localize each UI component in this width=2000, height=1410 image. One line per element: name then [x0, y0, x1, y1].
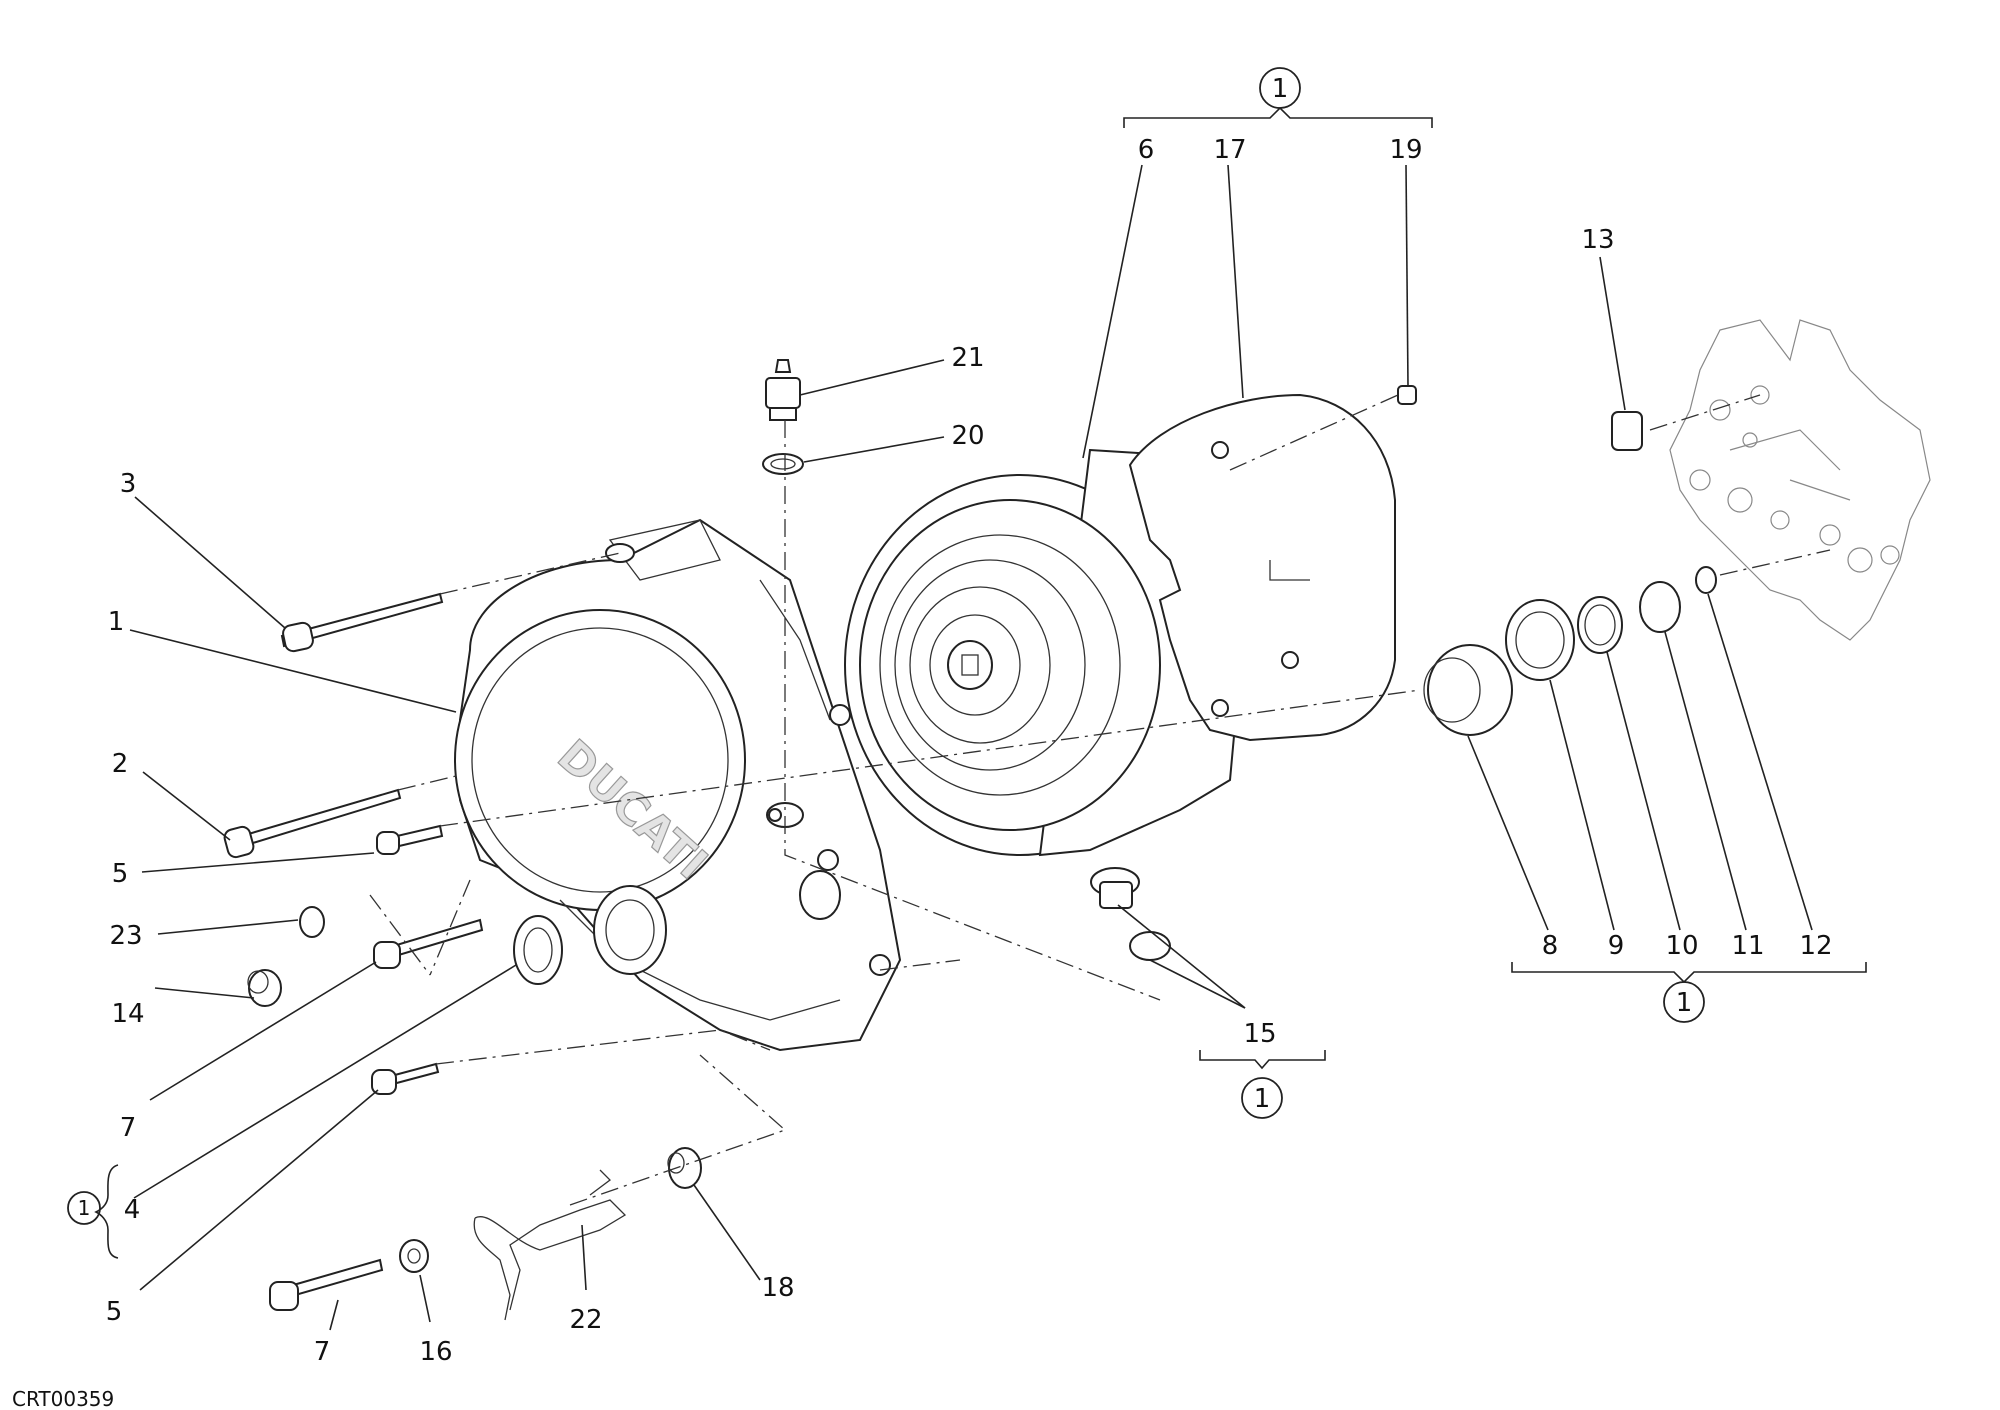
kit-marker-right-label: 1: [1676, 988, 1693, 1018]
callout-labels: 1 2 3 5 23 14 7 4 5 7 16 22 18 21 20 6 1…: [106, 135, 1833, 1367]
callout-7-middle: 7: [120, 1113, 137, 1143]
kit-marker-top-label: 1: [1272, 74, 1289, 104]
kit-marker-bottom: 1: [1241, 1077, 1283, 1119]
clutch-cover-drawing: DUCATI: [454, 518, 902, 1052]
callout-16: 16: [419, 1337, 452, 1367]
curly-bracket-icon: [94, 1164, 119, 1259]
leader-lines: [129, 164, 1813, 1331]
drawing-code: CRT00359: [12, 1387, 114, 1410]
callout-4: 4: [124, 1195, 141, 1225]
callout-8: 8: [1542, 931, 1559, 961]
callout-7-bottom: 7: [314, 1337, 331, 1367]
small-parts-drawing: [223, 359, 1717, 1321]
circled-number-icon: [1259, 67, 1301, 109]
callout-5-bottom: 5: [106, 1297, 123, 1327]
callout-12: 12: [1799, 931, 1832, 961]
callout-5-top: 5: [112, 859, 129, 889]
callout-21: 21: [951, 343, 984, 373]
center-lines: [369, 394, 1831, 1206]
kit-marker-top: 1: [1259, 67, 1301, 109]
kit-marker-right: 1: [1663, 981, 1705, 1023]
circled-number-icon: [67, 1191, 101, 1225]
callout-6: 6: [1138, 135, 1155, 165]
callout-13: 13: [1581, 225, 1614, 255]
circled-number-icon: [1241, 1077, 1283, 1119]
callout-9: 9: [1608, 931, 1625, 961]
callout-10: 10: [1665, 931, 1698, 961]
callout-2: 2: [112, 749, 129, 779]
engine-case-drawing: [1669, 319, 1931, 641]
circled-number-icon: [1663, 981, 1705, 1023]
kit-marker-left: 1: [67, 1191, 101, 1225]
callout-3: 3: [120, 469, 137, 499]
callout-22: 22: [569, 1305, 602, 1335]
callout-11: 11: [1731, 931, 1764, 961]
callout-17: 17: [1213, 135, 1246, 165]
callout-15: 15: [1243, 1019, 1276, 1049]
callout-20: 20: [951, 421, 984, 451]
kit-marker-left-label: 1: [78, 1196, 91, 1220]
kit-marker-bottom-label: 1: [1254, 1084, 1271, 1114]
callout-14: 14: [111, 999, 144, 1029]
callout-19: 19: [1389, 135, 1422, 165]
callout-23: 23: [109, 921, 142, 951]
callout-18: 18: [761, 1273, 794, 1303]
clutch-housing-drawing: [1128, 393, 1396, 742]
callout-1: 1: [108, 607, 125, 637]
